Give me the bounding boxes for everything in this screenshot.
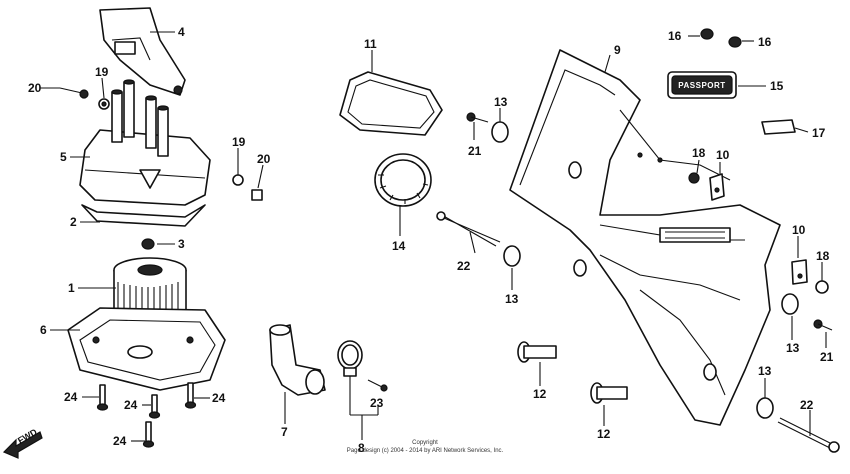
leader-lines <box>40 31 827 442</box>
callout-13-d: 13 <box>758 364 772 378</box>
callout-1: 1 <box>68 281 75 295</box>
callout-13-b: 13 <box>505 292 519 306</box>
part-9-body-cover[interactable] <box>509 49 781 426</box>
callout-22-b: 22 <box>800 398 814 412</box>
fwd-arrow: FWD <box>2 427 43 459</box>
part-21-bolt-b[interactable] <box>813 319 833 331</box>
part-12-collar-b[interactable] <box>590 382 628 404</box>
part-20-bolt-right[interactable] <box>251 189 263 201</box>
copyright-line-2: Page design (c) 2004 - 2014 by ARI Netwo… <box>347 448 504 454</box>
part-13-washer-c[interactable] <box>781 293 799 315</box>
callout-7: 7 <box>281 425 288 439</box>
part-10-clip-a[interactable] <box>709 173 725 201</box>
part-21-bolt-a[interactable] <box>466 112 489 123</box>
callout-5: 5 <box>60 150 67 164</box>
part-6-base[interactable] <box>67 307 226 391</box>
callout-13-a: 13 <box>494 95 508 109</box>
callout-18-a: 18 <box>692 146 706 160</box>
callout-3: 3 <box>178 237 185 251</box>
callout-12-a: 12 <box>533 387 547 401</box>
part-12-collar-a[interactable] <box>517 341 557 363</box>
callout-19-right: 19 <box>232 135 246 149</box>
callout-6: 6 <box>40 323 47 337</box>
part-7-tube[interactable] <box>269 324 326 396</box>
part-11-seal[interactable] <box>339 71 443 136</box>
part-16-grommet-b[interactable] <box>728 36 742 48</box>
callout-2: 2 <box>70 215 77 229</box>
callout-10-b: 10 <box>792 223 806 237</box>
callout-11: 11 <box>364 37 377 51</box>
copyright-notice: Copyright Page design (c) 2004 - 2014 by… <box>347 440 504 454</box>
part-10-clip-b[interactable] <box>791 259 808 285</box>
part-22-bolt-lower[interactable] <box>777 417 840 453</box>
callout-24-d: 24 <box>113 434 127 448</box>
part-17-label[interactable] <box>761 119 796 135</box>
part-16-grommet-a[interactable] <box>700 28 714 40</box>
part-13-washer-b[interactable] <box>503 245 521 267</box>
part-24-screws[interactable] <box>96 382 197 448</box>
callout-13-c: 13 <box>786 341 800 355</box>
part-13-washer-d[interactable] <box>756 397 774 419</box>
part-14-ring[interactable] <box>374 153 432 207</box>
part-13-washer-a[interactable] <box>491 121 509 143</box>
callout-21-a: 21 <box>468 144 482 158</box>
part-20-bolt-left[interactable] <box>59 87 89 99</box>
part-22-bolt-upper[interactable] <box>436 211 501 247</box>
part-19-washer-right[interactable] <box>232 174 244 186</box>
callout-24-b: 24 <box>124 398 138 412</box>
callout-10-a: 10 <box>716 148 730 162</box>
callout-labels: 4 20 19 5 2 3 1 6 19 20 24 24 24 24 11 1… <box>28 25 834 455</box>
callout-17: 17 <box>812 126 826 140</box>
part-4-cover[interactable] <box>99 7 186 96</box>
callout-20-left: 20 <box>28 81 42 95</box>
callout-20-right: 20 <box>257 152 271 166</box>
copyright-line-1: Copyright <box>412 440 438 446</box>
callout-4: 4 <box>178 25 185 39</box>
callout-14: 14 <box>392 239 406 253</box>
callout-8: 8 <box>358 441 365 455</box>
part-2-gasket[interactable] <box>81 204 206 227</box>
callout-24-a: 24 <box>64 390 78 404</box>
part-18-nut-a[interactable] <box>688 172 700 184</box>
part-15-emblem[interactable]: PASSPORT <box>667 71 737 99</box>
part-8-clamp[interactable] <box>337 340 363 377</box>
callout-15: 15 <box>770 79 784 93</box>
callout-12-b: 12 <box>597 427 611 441</box>
callout-22-a: 22 <box>457 259 471 273</box>
callout-21-b: 21 <box>820 350 834 364</box>
part-5-case[interactable] <box>79 79 211 206</box>
callout-19-left: 19 <box>95 65 109 79</box>
callout-16-a: 16 <box>668 29 682 43</box>
part-3-nut[interactable] <box>141 238 155 250</box>
part-18-nut-b[interactable] <box>815 280 829 294</box>
part-23-screw[interactable] <box>367 379 388 392</box>
callout-16-b: 16 <box>758 35 772 49</box>
callout-23: 23 <box>370 396 384 410</box>
part-19-washer-left[interactable] <box>98 98 110 110</box>
emblem-text: PASSPORT <box>678 81 725 90</box>
callout-18-b: 18 <box>816 249 830 263</box>
callout-24-c: 24 <box>212 391 226 405</box>
callout-9: 9 <box>614 43 621 57</box>
